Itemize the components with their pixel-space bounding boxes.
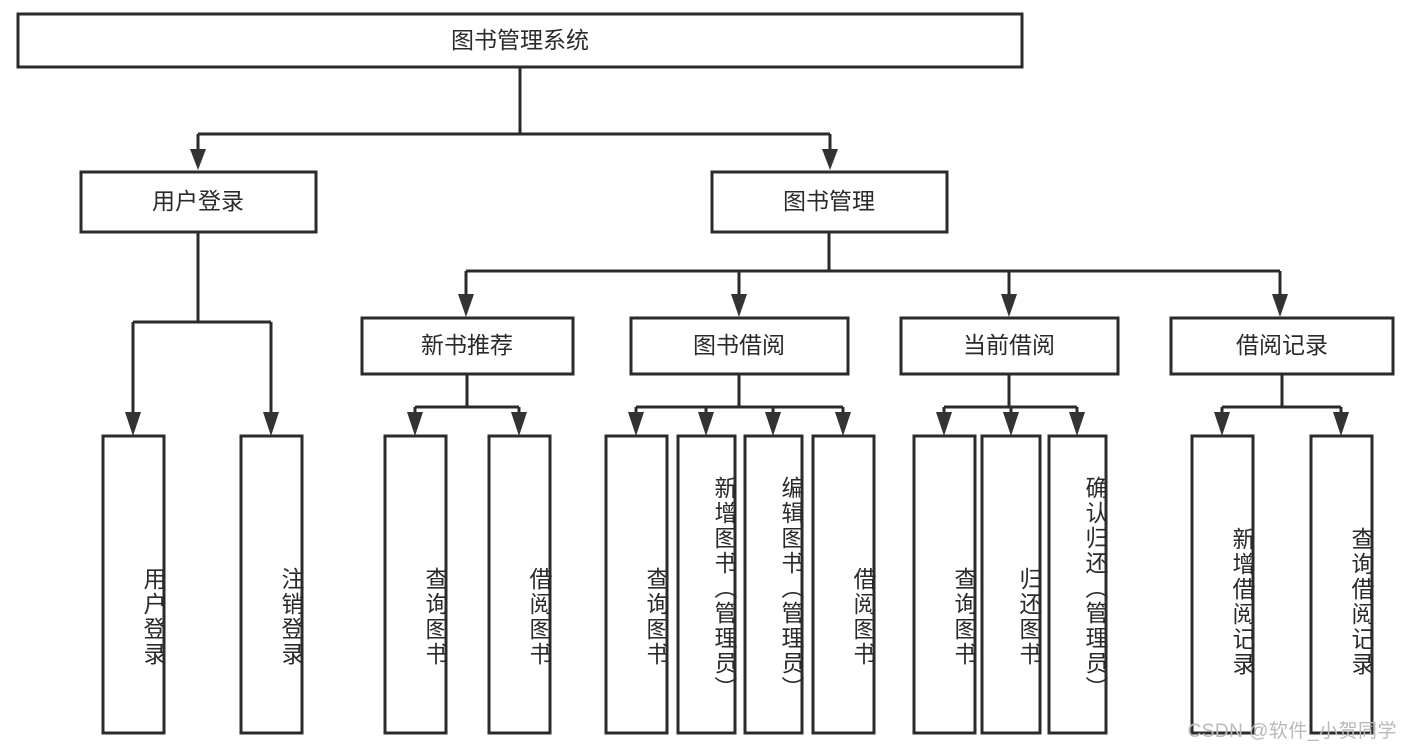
edge-new-book-recommend-to-leaves [407,374,527,436]
edge-borrow-records-to-leaves [1214,374,1349,436]
leaf-box-bb-3[interactable] [743,434,804,735]
node-book-borrow-box[interactable] [629,316,850,376]
node-root-box[interactable] [16,12,1024,69]
leaf-box-bb-1[interactable] [604,434,669,735]
node-borrow-records-label: 借阅记录 [1236,332,1328,358]
arrow-head-leaf-bb-2 [698,412,714,436]
arrow-head-current-borrow [1001,294,1017,317]
node-new-book-recommend-label: 新书推荐 [421,332,513,358]
leaf-box-bb-2[interactable] [676,434,737,735]
node-user-login[interactable]: 用户登录 [79,170,318,234]
csdn-watermark: CSDN @软件_小贺同学 [1187,721,1397,742]
node-current-borrow-label: 当前借阅 [963,332,1055,358]
edge-book-borrow-to-leaves [628,374,851,436]
node-book-manage-box[interactable] [710,170,949,234]
leaf-box-user-login-1[interactable] [101,434,166,735]
node-new-book-recommend[interactable]: 新书推荐 [360,316,575,376]
leaf-box-bb-4[interactable] [811,434,876,735]
arrow-head-leaf-user-login-2 [263,412,279,436]
edge-current-borrow-to-leaves [936,374,1085,436]
arrow-head-user-login [190,149,206,170]
arrow-head-leaf-nbr-1 [407,412,423,436]
arrow-head-leaf-cb-2 [1003,412,1019,436]
node-current-borrow[interactable]: 当前借阅 [899,316,1120,376]
arrow-head-book-manage [822,149,838,170]
node-root-label: 图书管理系统 [451,27,589,53]
leaf-box-user-login-2[interactable] [239,434,304,735]
node-book-manage[interactable]: 图书管理 [710,170,949,234]
arrow-head-leaf-cb-3 [1069,412,1085,436]
node-root[interactable]: 图书管理系统 [16,12,1024,69]
node-book-borrow[interactable]: 图书借阅 [629,316,850,376]
arrow-head-leaf-bb-4 [835,412,851,436]
leaf-box-nbr-2[interactable] [487,434,552,735]
node-user-login-label: 用户登录 [152,188,244,214]
edge-book-manage-to-level3 [458,232,1288,317]
leaf-box-cb-1[interactable] [912,434,977,735]
arrow-head-leaf-bb-3 [765,412,781,436]
leaf-box-nbr-1[interactable] [383,434,448,735]
arrow-head-leaf-cb-1 [936,412,952,436]
arrow-head-borrow-records [1272,294,1288,317]
edge-user-login-to-leaves [125,232,279,436]
arrow-head-leaf-bb-1 [628,412,644,436]
leaf-box-cb-3[interactable] [1047,434,1108,735]
node-borrow-records[interactable]: 借阅记录 [1169,316,1395,376]
arrow-head-leaf-br-1 [1214,412,1230,436]
arrow-head-leaf-nbr-2 [511,412,527,436]
leaf-box-br-1[interactable] [1190,434,1255,735]
arrow-head-new-book-recommend [458,294,474,317]
node-book-manage-label: 图书管理 [783,188,875,214]
node-current-borrow-box[interactable] [899,316,1120,376]
leaf-box-cb-2[interactable] [980,434,1042,735]
edge-root-to-level2 [190,67,838,170]
arrow-head-book-borrow [731,294,747,317]
node-new-book-recommend-box[interactable] [360,316,575,376]
arrow-head-leaf-user-login-1 [125,412,141,436]
leaf-box-br-2[interactable] [1309,434,1374,735]
node-borrow-records-box[interactable] [1169,316,1395,376]
arrow-head-leaf-br-2 [1333,412,1349,436]
node-book-borrow-label: 图书借阅 [693,332,785,358]
